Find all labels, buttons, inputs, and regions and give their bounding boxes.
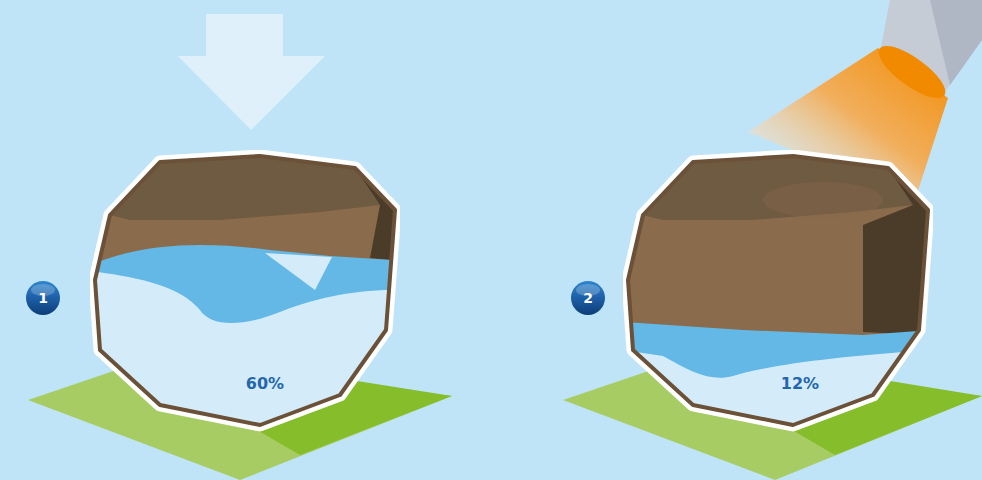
callout-disc [571,281,605,315]
callout-circle: 1 [25,280,61,316]
clod-shape [623,150,933,432]
clod-fill [90,150,400,432]
down-arrow [178,14,325,130]
lamp-lens [871,37,952,107]
lamp-body-shade [930,0,982,85]
callout-disc [26,281,60,315]
moisture-percent: 12% [781,374,819,393]
clod-fill [623,150,933,432]
clod-shape [90,150,400,432]
clod-outline [95,156,395,425]
callout-circle: 2 [570,280,606,316]
soil-clod: 12% [623,150,933,432]
callout-number: 1 [38,290,48,306]
callout-number: 2 [583,290,593,306]
soil-clod: 60% [90,150,400,432]
clod-outline [628,156,928,425]
moisture-percent: 60% [246,374,284,393]
